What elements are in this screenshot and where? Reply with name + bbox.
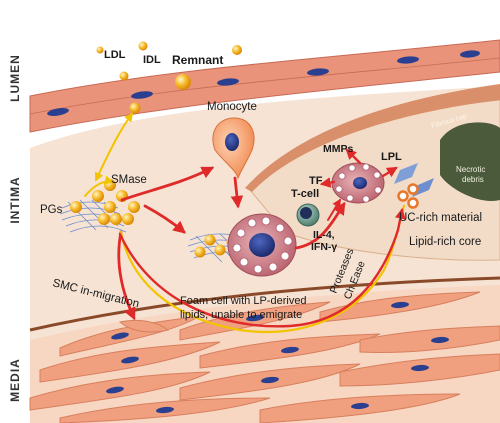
ldl-label: LDL — [104, 49, 126, 61]
foam-cell-label-line2: lipids, unable to emigrate — [180, 309, 302, 321]
necrotic-label-line2: debris — [462, 175, 484, 184]
plaque-foam-cell — [331, 162, 385, 204]
fibrous-cap — [245, 84, 500, 192]
foam-cell — [227, 213, 297, 277]
uc-rich-particles — [397, 183, 419, 209]
intima-layer-label: INTIMA — [8, 176, 22, 223]
idl-label: IDL — [143, 54, 161, 66]
lpl-label: LPL — [381, 151, 402, 163]
endothelium — [29, 39, 500, 133]
media-layer-label: MEDIA — [8, 358, 22, 402]
il4-label: IL-4, — [313, 229, 335, 241]
mmps-label: MMPs — [323, 143, 353, 155]
pg-bound-lipoprotein-cluster — [70, 179, 238, 258]
monocyte-label: Monocyte — [207, 101, 257, 113]
uc-rich-label: UC-rich material — [399, 212, 482, 224]
t-cell — [296, 203, 320, 227]
necrotic-debris — [440, 122, 500, 201]
pgs-label: PGs — [40, 204, 63, 216]
media-smc-cells — [29, 291, 500, 423]
lipid-core-label: Lipid-rich core — [409, 236, 481, 248]
monocyte — [212, 117, 255, 180]
pathway-arrows — [84, 112, 406, 334]
smase-label: SMase — [111, 174, 147, 186]
t-cell-label: T-cell — [291, 188, 319, 200]
lumen-layer-label: LUMEN — [8, 54, 22, 102]
tf-label: TF — [309, 175, 323, 187]
lumen-lipoproteins — [96, 41, 242, 114]
ifn-gamma-label: IFN-γ — [311, 241, 337, 253]
smc-migrating-cell — [118, 319, 170, 333]
foam-cell-label-line1: Foam cell with LP-derived — [180, 295, 307, 307]
necrotic-label-line1: Necrotic — [456, 165, 485, 174]
remnant-label: Remnant — [172, 53, 223, 67]
elastic-lamina — [29, 276, 500, 332]
